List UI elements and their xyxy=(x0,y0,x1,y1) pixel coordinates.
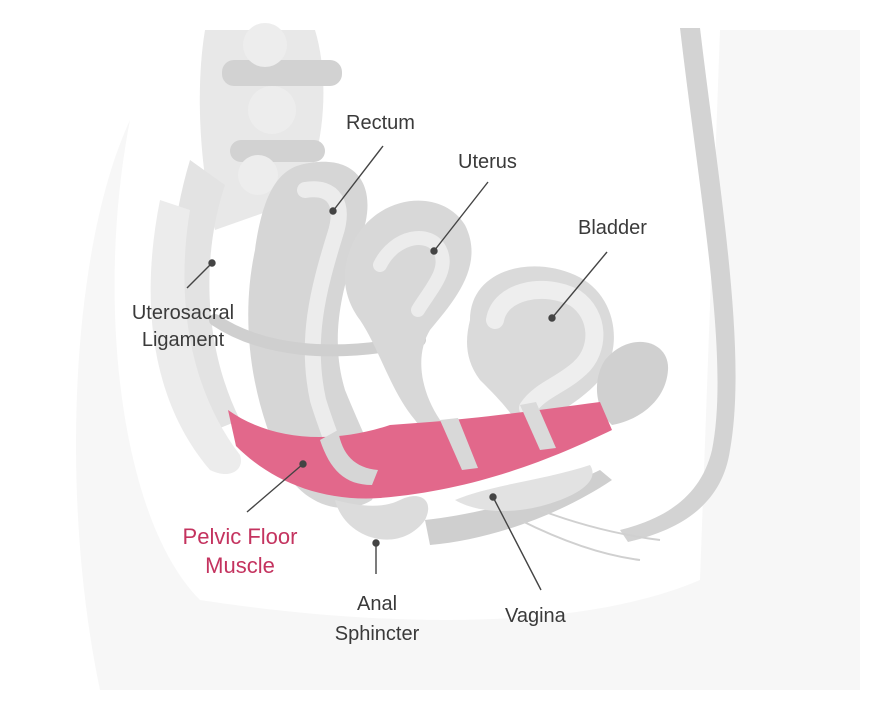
urethra-passage xyxy=(520,402,556,450)
rectum-passage xyxy=(320,430,378,485)
labia-lines xyxy=(519,509,661,561)
bladder-label: Bladder xyxy=(578,217,647,239)
anal-sphincter-label: Anal Sphincter xyxy=(322,592,432,646)
uterus-leader xyxy=(433,181,489,252)
pelvic-floor-muscle xyxy=(228,402,612,499)
bladder-inner xyxy=(486,280,604,417)
sacrum-outer xyxy=(150,200,241,475)
anal-sphincter-shape xyxy=(335,496,429,540)
pelvic-floor-leader xyxy=(246,463,304,513)
uterosacral-label-line1: Uterosacral xyxy=(131,302,235,324)
spine xyxy=(199,23,342,230)
uterosacral-label-line2: Ligament xyxy=(141,329,225,351)
anal-sphincter-label-line1: Anal xyxy=(356,593,398,615)
vagina-label: Vagina xyxy=(505,605,566,627)
abdominal-wall xyxy=(620,28,736,542)
bladder-leader xyxy=(551,251,608,319)
pubic-bone xyxy=(596,341,669,425)
leader-lines xyxy=(186,145,608,591)
vulva xyxy=(455,465,593,512)
uterus-cavity xyxy=(373,231,450,317)
rectum-label: Rectum xyxy=(346,112,415,134)
pelvic-floor-label-line2: Muscle xyxy=(205,553,275,578)
vagina-passage xyxy=(440,418,478,470)
rectum-leader xyxy=(332,145,384,212)
body-silhouette xyxy=(76,30,860,690)
anal-sphincter-label-line2: Sphincter xyxy=(334,623,420,645)
pelvic-floor-muscle-label: Pelvic Floor Muscle xyxy=(160,523,320,579)
uterosacral-leader xyxy=(186,262,213,289)
vagina-leader xyxy=(492,496,542,591)
pelvic-floor-label-line1: Pelvic Floor xyxy=(182,524,298,549)
uterosacral-ligament-label: Uterosacral Ligament xyxy=(118,301,248,352)
uterus-label: Uterus xyxy=(458,151,517,173)
